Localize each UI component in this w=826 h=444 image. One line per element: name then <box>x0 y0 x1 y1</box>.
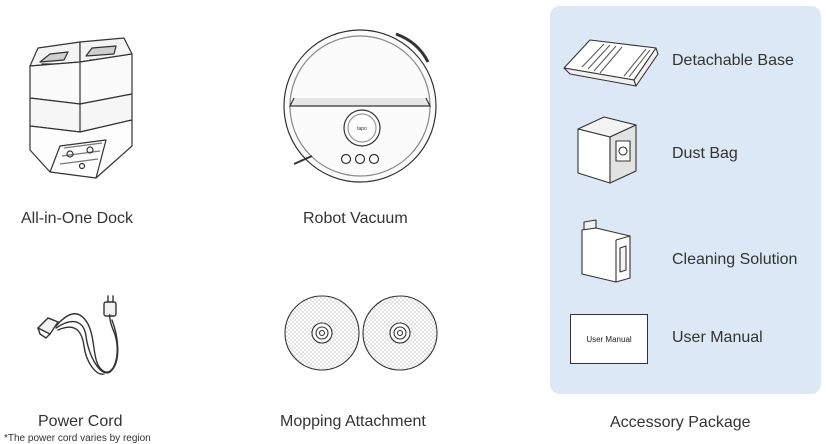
dock-illustration <box>20 28 140 188</box>
cleaning-solution-icon <box>580 218 632 284</box>
user-manual-cover-text: User Manual <box>586 334 632 344</box>
dock-label: All-in-One Dock <box>21 210 134 227</box>
robot-vacuum-label: Robot Vacuum <box>303 210 408 227</box>
detachable-base-label: Detachable Base <box>672 52 794 69</box>
power-cord-label: Power Cord <box>38 413 123 430</box>
power-cord-illustration <box>30 292 140 382</box>
user-manual-label: User Manual <box>672 329 763 346</box>
accessory-package-label: Accessory Package <box>610 414 751 431</box>
robot-vacuum-illustration: tapo <box>280 28 440 188</box>
mopping-attachment-label: Mopping Attachment <box>280 413 426 430</box>
dust-bag-icon <box>576 115 638 185</box>
power-cord-note: *The power cord varies by region <box>4 433 151 444</box>
detachable-base-icon <box>562 34 658 88</box>
dust-bag-label: Dust Bag <box>672 145 738 162</box>
cleaning-solution-label: Cleaning Solution <box>672 251 798 268</box>
vacuum-logo-text: tapo <box>357 126 367 132</box>
mopping-attachment-illustration <box>284 293 438 375</box>
user-manual-icon: User Manual <box>570 314 648 364</box>
